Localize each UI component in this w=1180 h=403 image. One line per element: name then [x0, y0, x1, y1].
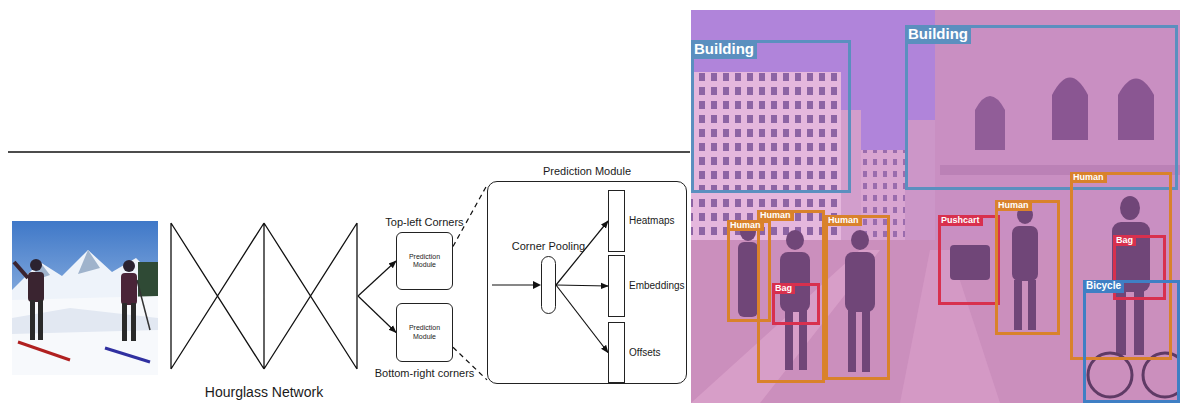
output-block: Heatmaps [608, 190, 625, 252]
panel-title: Prediction Module [543, 165, 631, 178]
prediction-module-box: Prediction ModuleBottom-right corners [396, 303, 453, 362]
output-label: Offsets [629, 347, 661, 359]
output-block: Offsets [608, 322, 625, 383]
class-label: Pushcart [938, 215, 983, 226]
detection-box: Human [825, 215, 890, 380]
class-label: Human [825, 215, 862, 226]
input-arrow [492, 284, 537, 285]
network-label: Hourglass Network [205, 384, 323, 400]
prediction-module-box: Top-left CornersPrediction Module [396, 232, 453, 290]
class-label: Human [727, 220, 764, 231]
class-label: Bag [772, 283, 795, 294]
hourglass-outline [170, 222, 358, 370]
module-label: Prediction Module [397, 324, 452, 340]
detection-box: Human [995, 200, 1060, 335]
output-label: Heatmaps [629, 215, 675, 227]
branch-label: Bottom-right corners [375, 367, 475, 380]
branch-label: Top-left Corners [385, 216, 463, 229]
detection-box: Pushcart [938, 215, 1000, 305]
class-label: Human [995, 200, 1032, 211]
prediction-module-panel: Prediction ModuleCorner PoolingHeatmapsE… [487, 181, 687, 384]
arrow-connector [556, 285, 608, 286]
arrow-connector [556, 221, 608, 285]
class-label: Building [905, 25, 971, 44]
detection-box: Building [691, 40, 851, 193]
detection-box: Human [727, 220, 771, 322]
output-label: Embeddings [629, 280, 685, 292]
detection-box: Bicycle [1083, 280, 1180, 403]
output-block: Embeddings [608, 255, 625, 317]
street-photo [691, 10, 1180, 403]
class-label: Bicycle [1083, 280, 1124, 293]
corner-pooling-block: Corner Pooling [541, 256, 556, 314]
input-photo [12, 221, 158, 375]
class-label: Human [757, 210, 794, 221]
separator-line [8, 151, 690, 153]
hourglass-network: Hourglass Network [170, 222, 358, 370]
class-label: Human [1070, 172, 1107, 183]
block-label: Corner Pooling [512, 240, 585, 253]
class-label: Building [691, 40, 757, 59]
arrow-connector [358, 296, 396, 333]
detection-box: Building [905, 25, 1178, 190]
arrow-connector [556, 285, 608, 353]
detection-box: Bag [772, 283, 820, 325]
arrow-head [533, 281, 541, 289]
module-label: Prediction Module [397, 253, 452, 269]
detection-box: HumanBag [757, 210, 825, 383]
arrow-connector [358, 261, 396, 296]
class-label: Bag [1113, 235, 1136, 246]
dashed-connector [453, 185, 487, 246]
